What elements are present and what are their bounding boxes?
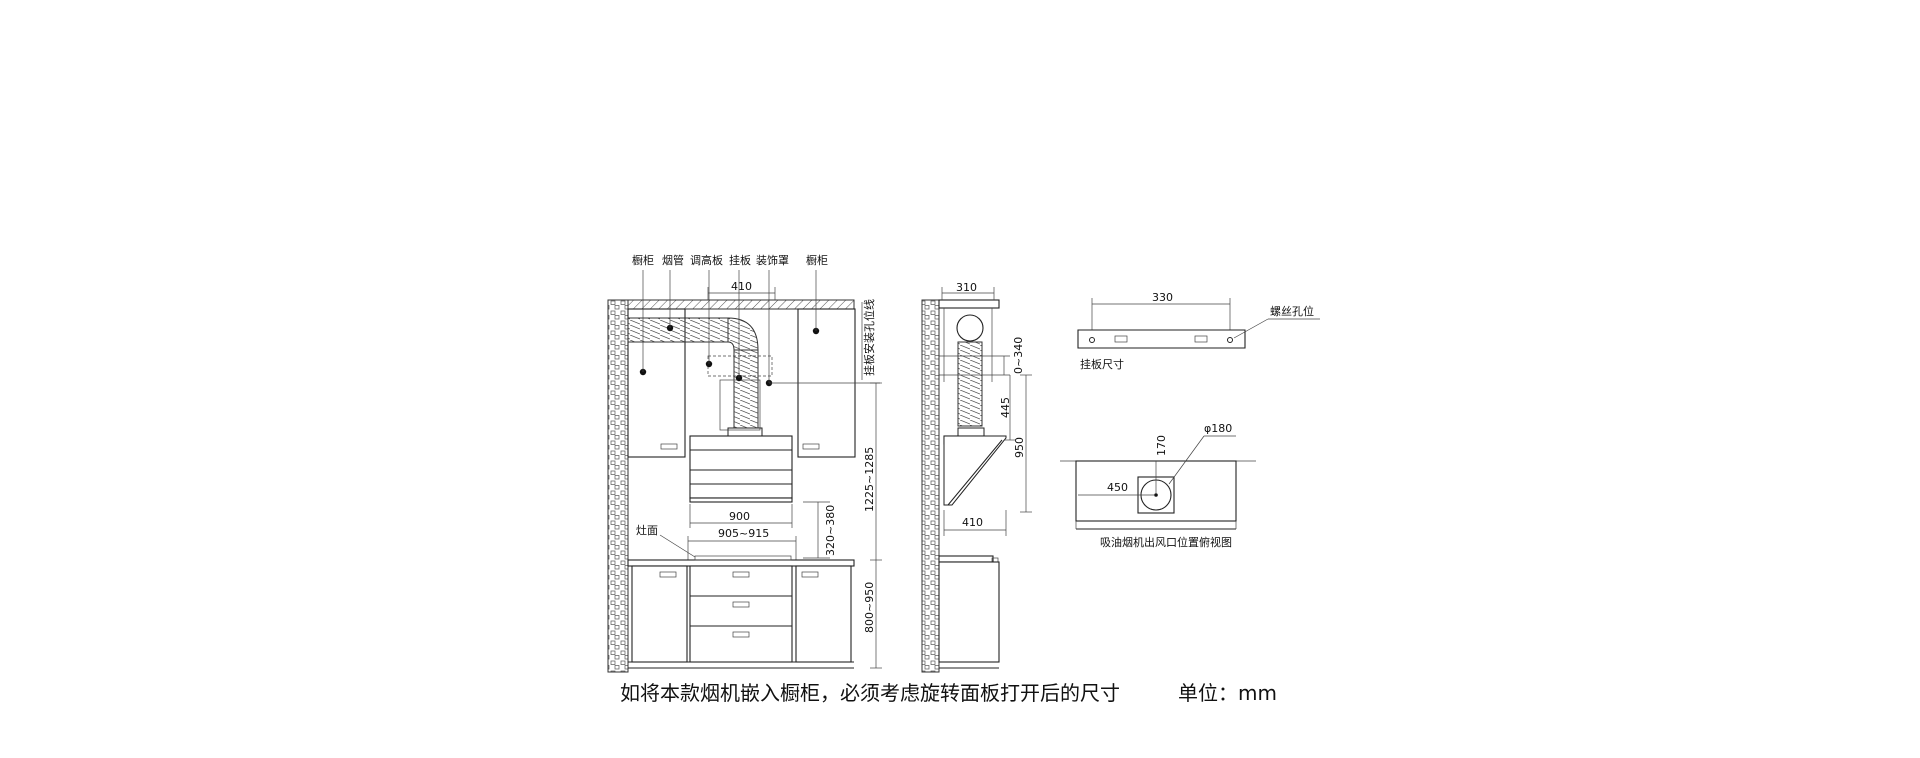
- dim-900: 900: [729, 510, 750, 523]
- dim-445: 445: [999, 397, 1012, 418]
- duct-vertical: [733, 349, 759, 429]
- hang-board-view: 330 挂板尺寸 螺丝孔位: [1077, 291, 1320, 371]
- dim-950: 950: [1013, 437, 1026, 458]
- dim-0-340: 0~340: [1012, 337, 1025, 374]
- dim-180: φ180: [1204, 422, 1232, 435]
- caption-unit: 单位：mm: [1178, 681, 1277, 705]
- label-pipe: 烟管: [662, 253, 684, 267]
- label-cabinet-left: 橱柜: [632, 253, 654, 267]
- label-adjust-board: 调高板: [690, 253, 723, 267]
- wall-left: [607, 299, 629, 673]
- dim-330: 330: [1152, 291, 1173, 304]
- lower-cabinet-left: [631, 565, 688, 663]
- dim-800: 800~950: [863, 582, 876, 633]
- duct-horizontal: [627, 317, 729, 343]
- dim-410-top: 410: [731, 280, 752, 293]
- label-cabinet-right: 橱柜: [806, 253, 828, 267]
- dim-450: 450: [1107, 481, 1128, 494]
- caption-note: 如将本款烟机嵌入橱柜，必须考虑旋转面板打开后的尺寸: [620, 681, 1120, 705]
- dim-310: 310: [956, 281, 977, 294]
- label-hang-board-size: 挂板尺寸: [1080, 357, 1124, 371]
- label-top-view: 吸油烟机出风口位置俯视图: [1100, 535, 1232, 549]
- label-decor-cover: 装饰罩: [756, 253, 789, 267]
- front-view: 橱柜 烟管 调高板 挂板 装饰罩 橱柜 410 挂板安装孔位线 1225~128…: [607, 253, 882, 673]
- dim-170: 170: [1155, 435, 1168, 456]
- side-view: 310 0~340 445 950 410: [921, 281, 1032, 673]
- lower-drawers: [689, 565, 793, 663]
- counter-top: [627, 559, 855, 567]
- dim-1225: 1225~1285: [863, 447, 876, 512]
- ceiling: [627, 299, 855, 310]
- label-screw-hole: 螺丝孔位: [1270, 304, 1314, 318]
- lower-cabinet-right: [795, 565, 852, 663]
- wall-side: [921, 299, 940, 673]
- label-hang-board: 挂板: [729, 253, 751, 267]
- label-stove-top: 灶面: [636, 524, 658, 537]
- dim-905: 905~915: [718, 527, 769, 540]
- hood-body: [689, 435, 793, 499]
- dim-320: 320~380: [824, 505, 837, 556]
- label-hang-line: 挂板安装孔位线: [862, 299, 876, 376]
- hang-board: [1077, 329, 1246, 349]
- top-view: 450 170 φ180 吸油烟机出风口位置俯视图: [1060, 422, 1256, 549]
- dim-410-side: 410: [962, 516, 983, 529]
- duct-elbow: [727, 317, 759, 351]
